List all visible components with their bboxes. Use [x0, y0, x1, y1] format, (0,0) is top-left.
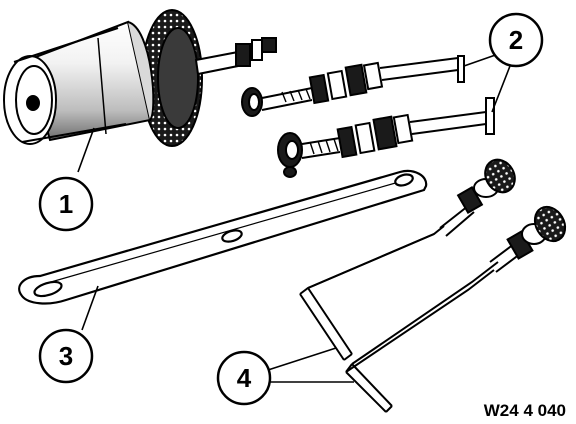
lower-knurled-knob [533, 205, 567, 243]
lower-bent-rod [345, 205, 567, 413]
bar-hole-right [394, 173, 414, 187]
callout-2-label: 2 [509, 25, 523, 55]
part-1-drum-assembly [3, 9, 277, 147]
lower-threaded-rod [277, 97, 495, 178]
upper-threaded-rod [241, 55, 465, 117]
bar-hole-middle [221, 229, 243, 243]
callout-2: 2 [488, 12, 544, 68]
callout-4: 4 [216, 350, 272, 406]
callout-1-label: 1 [59, 189, 73, 219]
part-2-threaded-rods [241, 55, 495, 178]
callout-3: 3 [38, 328, 94, 384]
part-4-bent-rods [299, 158, 567, 413]
upper-bent-rod [299, 158, 516, 361]
upper-knurled-knob [484, 158, 516, 194]
bar-hole-left [33, 280, 63, 298]
callout-3-label: 3 [59, 341, 73, 371]
callout-4-label: 4 [237, 363, 252, 393]
callout-1: 1 [38, 176, 94, 232]
part-3-flat-bar [18, 169, 428, 305]
figure-code: W24 4 040 [484, 401, 566, 420]
